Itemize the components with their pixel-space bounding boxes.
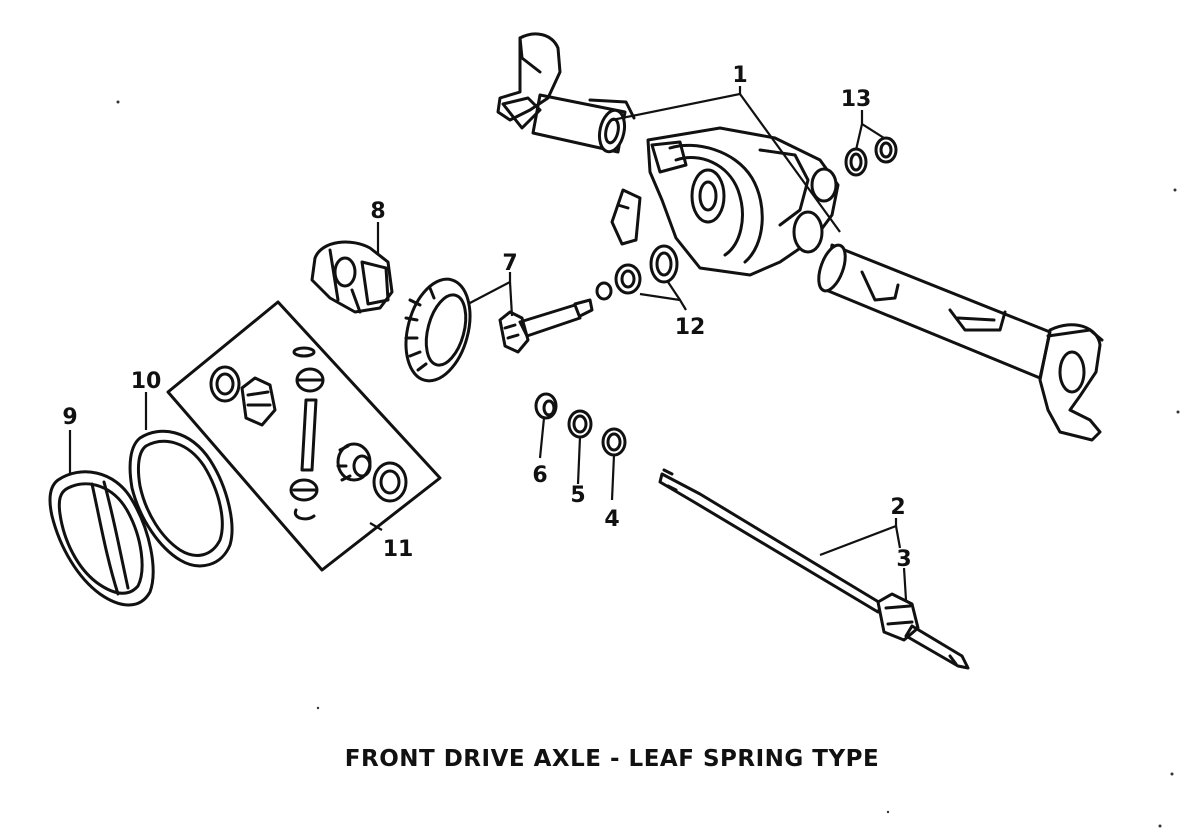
- callout-6: 6: [532, 463, 547, 488]
- callout-5: 5: [570, 483, 585, 508]
- scan-specks: [116, 100, 1180, 828]
- parts-2-3-axle-shaft: [658, 468, 970, 670]
- callout-12: 12: [675, 315, 706, 340]
- callout-13: 13: [841, 87, 872, 112]
- callout-3: 3: [896, 547, 911, 572]
- callout-4: 4: [604, 507, 619, 532]
- callout-11: 11: [383, 537, 414, 562]
- part-12-bearing-seal: [595, 244, 679, 301]
- diagram-caption: FRONT DRIVE AXLE - LEAF SPRING TYPE: [345, 746, 879, 772]
- leader-lines: [68, 86, 908, 601]
- part-7-ring-pinion: [404, 277, 594, 383]
- axle-housing: [496, 32, 1104, 442]
- callout-10: 10: [131, 369, 162, 394]
- part-11-gear-kit: [166, 300, 442, 572]
- callout-numbers: 1 2 3 4 5 6 7 8 9 10 11 12 13: [62, 63, 911, 572]
- part-10-gasket: [128, 429, 234, 568]
- callout-1: 1: [732, 63, 747, 88]
- part-8-diff-case: [310, 240, 394, 314]
- callout-9: 9: [62, 405, 77, 430]
- parts-4-5-6-rings: [534, 392, 627, 457]
- callout-7: 7: [502, 251, 517, 276]
- callout-8: 8: [370, 199, 385, 224]
- callout-2: 2: [890, 495, 905, 520]
- part-13-bearings: [844, 136, 898, 177]
- part-9-cover: [48, 470, 155, 607]
